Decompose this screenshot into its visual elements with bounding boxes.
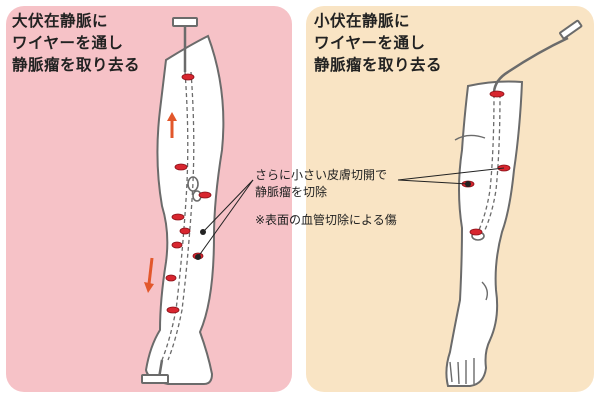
left-incision — [198, 191, 212, 199]
right-wire — [492, 36, 569, 93]
incision-note-line: さらに小さい皮膚切開で — [255, 168, 388, 182]
leader-dot — [200, 229, 206, 235]
left-incision — [171, 213, 185, 221]
left-incision — [165, 274, 177, 282]
left-incision — [171, 241, 183, 249]
leader-line — [197, 179, 254, 258]
title-line: 大伏在静脈に — [12, 12, 109, 30]
leader-line — [397, 167, 505, 181]
right-incisions — [461, 90, 511, 236]
leader-line — [202, 179, 254, 233]
left-incision — [166, 306, 180, 314]
left-incision — [179, 227, 191, 235]
right-leg — [445, 80, 524, 387]
title-line: 静脈瘤を取り去る — [314, 56, 443, 74]
left-wire-dashed-2 — [167, 71, 195, 361]
incision-note: さらに小さい皮膚切開で 静脈瘤を切除 — [255, 167, 387, 201]
left-leg-outline — [144, 34, 225, 385]
title-line: 静脈瘤を取り去る — [12, 56, 141, 74]
incision-note-line: 静脈瘤を切除 — [255, 185, 328, 199]
leader-dot — [195, 254, 201, 260]
left-leg — [144, 34, 225, 385]
left-panel-title: 大伏在静脈に ワイヤーを通し 静脈瘤を取り去る — [12, 10, 140, 76]
scar-note: ※表面の血管切除による傷 — [255, 213, 397, 227]
right-wire-dashed-2 — [483, 93, 501, 233]
left-wire-loop — [187, 176, 199, 192]
right-leg-crease — [454, 134, 486, 141]
right-wire-dashed — [477, 93, 495, 233]
leader-lines — [195, 167, 505, 260]
arrow-down-icon — [144, 257, 154, 293]
stripper-handle-icon — [141, 17, 198, 384]
stripper-handle-icon — [559, 19, 583, 40]
left-incision — [181, 73, 195, 81]
left-stripper — [141, 17, 202, 384]
leader-dot — [465, 181, 471, 187]
right-stripper — [471, 19, 583, 241]
right-incision — [469, 228, 483, 236]
right-leg-outline — [445, 80, 524, 387]
left-wire-dashed — [161, 71, 189, 361]
leader-line — [397, 179, 469, 185]
right-incision — [489, 90, 505, 98]
left-incision — [174, 163, 188, 171]
right-knee-line — [481, 281, 489, 301]
title-line: ワイヤーを通し — [314, 34, 426, 52]
right-toe-line — [449, 358, 475, 385]
left-panel — [6, 6, 292, 392]
title-line: 小伏在静脈に — [314, 12, 411, 30]
right-panel — [306, 6, 594, 392]
right-panel-title: 小伏在静脈に ワイヤーを通し 静脈瘤を取り去る — [314, 10, 442, 76]
title-line: ワイヤーを通し — [12, 34, 124, 52]
arrow-up-icon — [167, 112, 177, 138]
